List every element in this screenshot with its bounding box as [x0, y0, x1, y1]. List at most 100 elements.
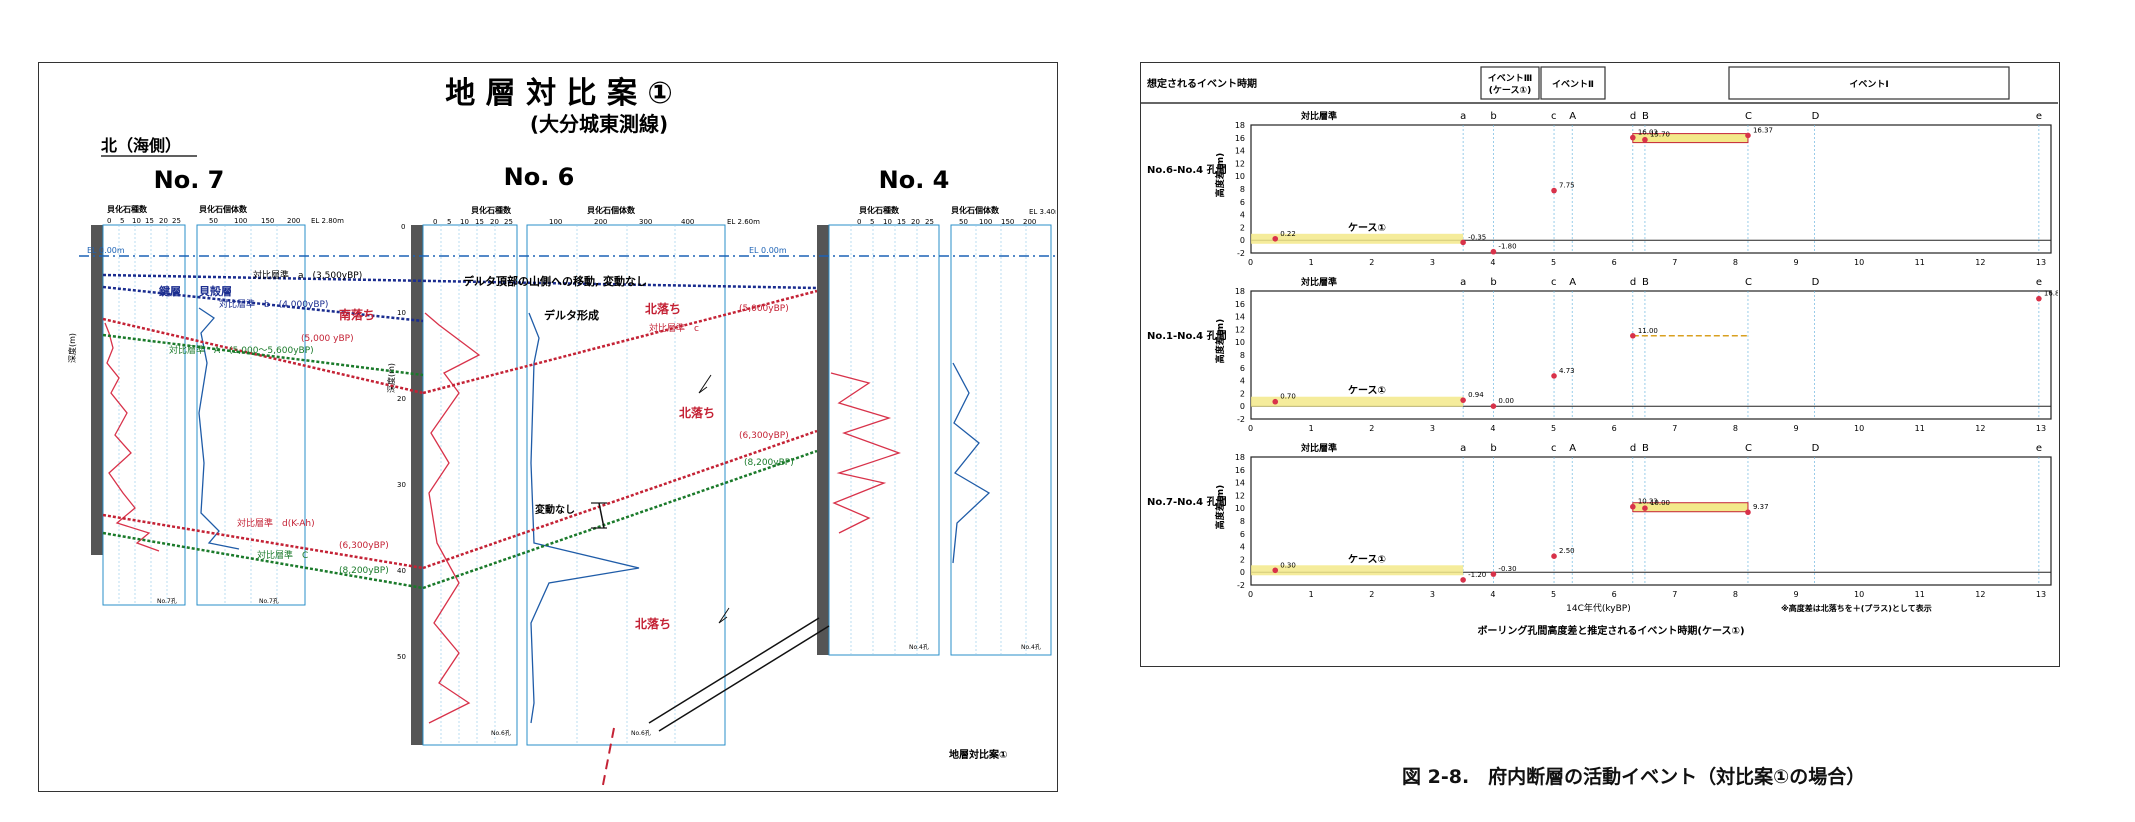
horizon-letter: D	[1812, 277, 1820, 288]
horizon-C-line-left	[102, 531, 424, 590]
north-down-2: 北落ち	[679, 405, 715, 420]
well-no7-el: EL 2.80m	[311, 217, 344, 225]
x-tick-label: 4	[1490, 424, 1495, 433]
y-tick-label: 2	[1240, 555, 1245, 564]
north-down-1: 北落ち	[645, 301, 681, 316]
x-tick-label: 0	[1248, 590, 1253, 599]
data-point	[1551, 187, 1557, 194]
horizon-letter: B	[1642, 111, 1649, 122]
svg-text:No.6孔: No.6孔	[631, 729, 651, 737]
plot-frame	[1250, 456, 2052, 586]
svg-text:10: 10	[460, 218, 469, 226]
svg-text:No.4孔: No.4孔	[909, 643, 929, 651]
x-tick-label: 6	[1612, 424, 1617, 433]
y-axis-label: 高度差(m)	[1214, 319, 1226, 364]
svg-text:200: 200	[287, 217, 300, 225]
data-label: 16.03	[1638, 129, 1658, 137]
svg-text:15: 15	[145, 217, 154, 225]
y-axis-label: 高度差(m)	[1214, 485, 1226, 530]
y-tick-label: 16	[1235, 134, 1245, 143]
data-point	[2036, 295, 2042, 302]
y-tick-label: 10	[1235, 172, 1245, 181]
y-tick-label: 16	[1235, 466, 1245, 475]
data-label: 0.00	[1498, 397, 1514, 405]
svg-text:20: 20	[397, 395, 406, 403]
data-point	[1490, 571, 1497, 577]
x-tick-label: 6	[1612, 258, 1617, 267]
data-point	[1642, 136, 1648, 143]
y-tick-label: 18	[1235, 121, 1245, 130]
y-tick-label: 2	[1240, 389, 1245, 398]
x-tick-label: 11	[1915, 590, 1925, 599]
data-point	[1490, 248, 1497, 255]
x-tick-label: 2	[1369, 424, 1374, 433]
data-point	[1630, 333, 1636, 339]
y-tick-label: 18	[1235, 453, 1245, 462]
y-tick-label: 10	[1235, 504, 1245, 513]
y-tick-label: 12	[1235, 491, 1245, 500]
svg-text:15: 15	[897, 218, 906, 226]
no-change-label: 変動なし	[535, 503, 575, 516]
x-tick-label: 11	[1915, 258, 1925, 267]
note: ※高度差は北落ちを＋(プラス)として表示	[1781, 603, 1932, 613]
x-tick-label: 13	[2036, 424, 2046, 433]
x-tick-label: 8	[1733, 590, 1738, 599]
svg-text:25: 25	[925, 218, 934, 226]
x-tick-label: 12	[1975, 590, 1985, 599]
event-timing-panel: 想定されるイベント時期 イベントⅢ (ケース①) イベントⅡ イベントⅠ 対比層…	[1140, 62, 2064, 667]
horizon-c-line-right	[422, 289, 818, 395]
svg-text:50: 50	[397, 653, 406, 661]
x-tick-label: 7	[1672, 590, 1677, 599]
svg-text:No.6孔: No.6孔	[491, 729, 511, 737]
svg-text:EL 2.60m: EL 2.60m	[727, 218, 760, 226]
svg-text:25: 25	[172, 217, 181, 225]
pair-title: No.1-No.4 孔間	[1147, 329, 1227, 342]
horizon-letter: A	[1569, 277, 1576, 288]
y-tick-label: 8	[1240, 517, 1245, 526]
horizon-A-line	[102, 333, 424, 377]
horizon-c-age: (5,000yBP)	[739, 304, 789, 314]
y-tick-label: 12	[1235, 159, 1245, 168]
x-tick-label: 10	[1854, 590, 1864, 599]
depth-axis-no7: 深度(m)	[67, 333, 77, 363]
well-no7-title: No. 7	[154, 166, 225, 194]
x-tick-label: 6	[1612, 590, 1617, 599]
y-tick-label: 8	[1240, 351, 1245, 360]
left-footer-caption: 地層対比案①	[949, 748, 1007, 761]
x-tick-label: 9	[1793, 258, 1798, 267]
marker-bed-label: 鍵層	[159, 284, 181, 298]
horizon-d-line-right	[422, 429, 818, 570]
y-tick-label: 14	[1235, 479, 1245, 488]
plot-frame	[1250, 124, 2052, 254]
svg-text:200: 200	[594, 218, 607, 226]
svg-text:150: 150	[1001, 218, 1014, 226]
data-point	[1272, 235, 1279, 242]
data-label: 9.37	[1753, 503, 1769, 511]
x-tick-label: 5	[1551, 590, 1556, 599]
svg-text:0: 0	[433, 218, 437, 226]
case-band	[1251, 565, 1464, 576]
x-tick-label: 2	[1369, 258, 1374, 267]
data-label: 0.22	[1280, 230, 1296, 238]
horizon-d-age: (6,300yBP)	[339, 541, 389, 551]
x-tick-label: 13	[2036, 258, 2046, 267]
delta-move-label: デルタ頂部の山側への移動, 変動なし	[463, 274, 647, 288]
y-tick-label: 10	[1235, 338, 1245, 347]
x-tick-label: 11	[1915, 424, 1925, 433]
data-point	[1551, 373, 1557, 379]
horizon-C-age: (8,200yBP)	[339, 566, 389, 576]
pair-title: No.6-No.4 孔間	[1147, 163, 1227, 176]
event3-sub: (ケース①)	[1489, 85, 1531, 96]
x-tick-label: 3	[1430, 590, 1435, 599]
horizon-row-label: 対比層準	[1300, 110, 1337, 122]
horizon-letter: D	[1812, 111, 1820, 122]
data-label: 11.00	[1638, 327, 1658, 335]
svg-text:150: 150	[261, 217, 274, 225]
svg-text:0: 0	[401, 223, 405, 231]
horizon-letter: a	[1460, 443, 1466, 454]
data-label: -1.80	[1498, 243, 1516, 251]
horizon-letter: C	[1745, 277, 1752, 288]
data-label: 10.00	[1650, 499, 1670, 507]
